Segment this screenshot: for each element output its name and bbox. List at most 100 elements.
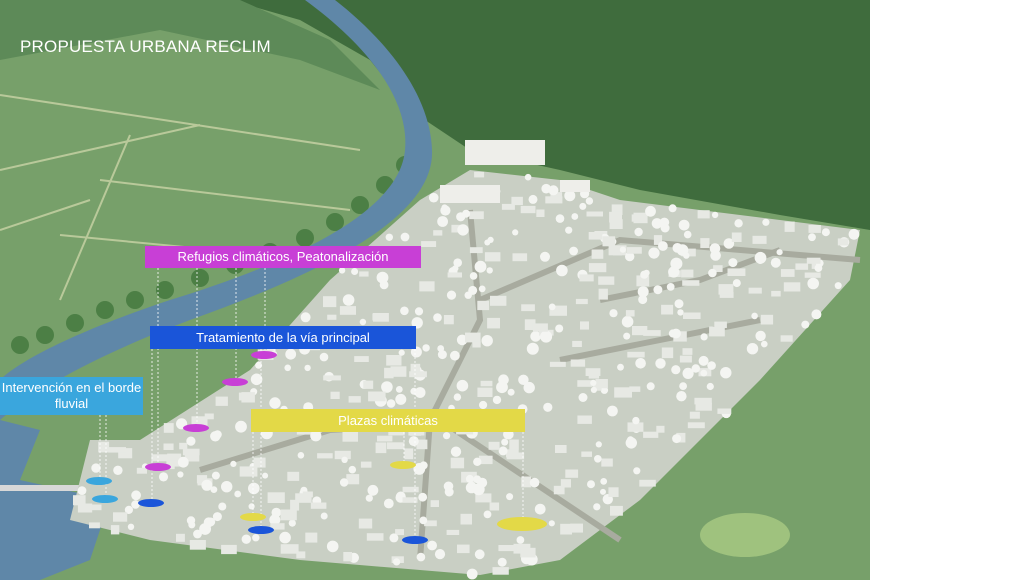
tree-dot <box>398 349 405 356</box>
tree-dot <box>484 239 491 246</box>
tree-dot <box>540 251 550 262</box>
building-block <box>512 253 528 262</box>
building-block <box>837 238 849 246</box>
tree-dot <box>213 430 222 439</box>
tree-dot <box>177 456 189 468</box>
tree-dot <box>300 312 311 323</box>
building-block <box>267 492 285 503</box>
tree-dot <box>339 478 349 487</box>
tree-dot <box>326 540 339 553</box>
building-block <box>182 448 200 456</box>
tree-dot <box>269 397 281 409</box>
map-illustration <box>0 0 870 580</box>
tree-dot <box>416 552 426 562</box>
building-block <box>553 485 565 495</box>
building-block <box>360 461 372 468</box>
tree-dot <box>389 533 399 543</box>
building-block <box>806 257 821 264</box>
building-block <box>555 445 567 453</box>
tree-dot <box>450 350 460 361</box>
tree-dot <box>626 436 635 444</box>
tree-dot <box>579 202 587 210</box>
building-block <box>433 230 443 236</box>
marker-refugio <box>222 378 248 386</box>
tree-dot <box>555 324 564 333</box>
building-block <box>110 525 120 535</box>
building-block <box>108 447 126 453</box>
building-block <box>643 431 659 438</box>
building-block <box>588 232 603 240</box>
tree-dot <box>285 348 297 360</box>
building-block <box>419 281 435 292</box>
building-block <box>577 380 593 387</box>
building-block <box>614 387 632 398</box>
building-block <box>591 249 604 259</box>
tree-dot <box>456 379 469 392</box>
tree-dot <box>478 285 486 293</box>
tree-dot <box>252 534 260 542</box>
building-block <box>167 453 182 461</box>
building-block <box>310 502 327 509</box>
building-block <box>549 361 566 367</box>
building-block <box>77 503 93 513</box>
building-block <box>253 457 266 468</box>
tree-dot <box>474 549 485 560</box>
tree-dot <box>434 549 446 560</box>
tree-dot <box>677 309 684 316</box>
tree-dot <box>486 267 493 274</box>
tree-dot <box>131 490 142 501</box>
tree-dot <box>593 503 601 511</box>
building-block <box>570 359 586 367</box>
building-block <box>550 192 563 199</box>
building-block <box>509 439 519 450</box>
tree-dot <box>433 313 442 322</box>
building-block <box>700 238 710 248</box>
building-block <box>783 282 801 292</box>
tree-dot <box>728 258 738 268</box>
tree-dot <box>466 568 478 580</box>
tree-dot <box>634 227 643 237</box>
building-block <box>402 497 418 503</box>
tree-dot <box>524 173 532 181</box>
tree-dot <box>400 306 409 316</box>
building-block <box>296 551 306 559</box>
tree-dot <box>762 218 770 226</box>
building-block <box>359 271 369 277</box>
tree-dot <box>672 243 683 253</box>
building-block <box>683 312 701 319</box>
building-block <box>163 443 174 450</box>
building-block <box>682 348 693 355</box>
tree-dot <box>255 361 263 369</box>
tree-dot <box>640 270 649 279</box>
tree-dot <box>319 352 329 362</box>
tree-dot <box>751 312 758 320</box>
building-block <box>579 274 594 282</box>
tree-dot <box>617 363 624 371</box>
tree-dot <box>607 405 618 417</box>
building-block <box>560 479 571 488</box>
building-block <box>136 467 147 474</box>
tree-dot <box>450 446 462 457</box>
tree-dot <box>698 355 709 366</box>
tree-dot <box>351 268 359 275</box>
building-block <box>643 330 661 336</box>
label-plazas: Plazas climáticas <box>251 409 525 432</box>
building-block <box>327 314 337 320</box>
building-block <box>713 265 723 272</box>
tree-dot <box>555 214 565 223</box>
tree-dot <box>808 233 816 242</box>
tree-dot <box>199 523 212 535</box>
building-block <box>366 533 384 541</box>
markers <box>86 351 547 544</box>
page-margin <box>870 0 1024 580</box>
tree-dot <box>801 320 810 329</box>
tree-dot <box>469 272 478 280</box>
tree-dot <box>594 455 602 463</box>
building-block <box>602 236 616 247</box>
building-block <box>375 442 387 454</box>
tree-dot <box>540 330 553 343</box>
building-block <box>572 340 582 347</box>
building-block <box>679 355 692 363</box>
label-via: Tratamiento de la vía principal <box>150 326 416 349</box>
tree-dot <box>446 290 457 300</box>
